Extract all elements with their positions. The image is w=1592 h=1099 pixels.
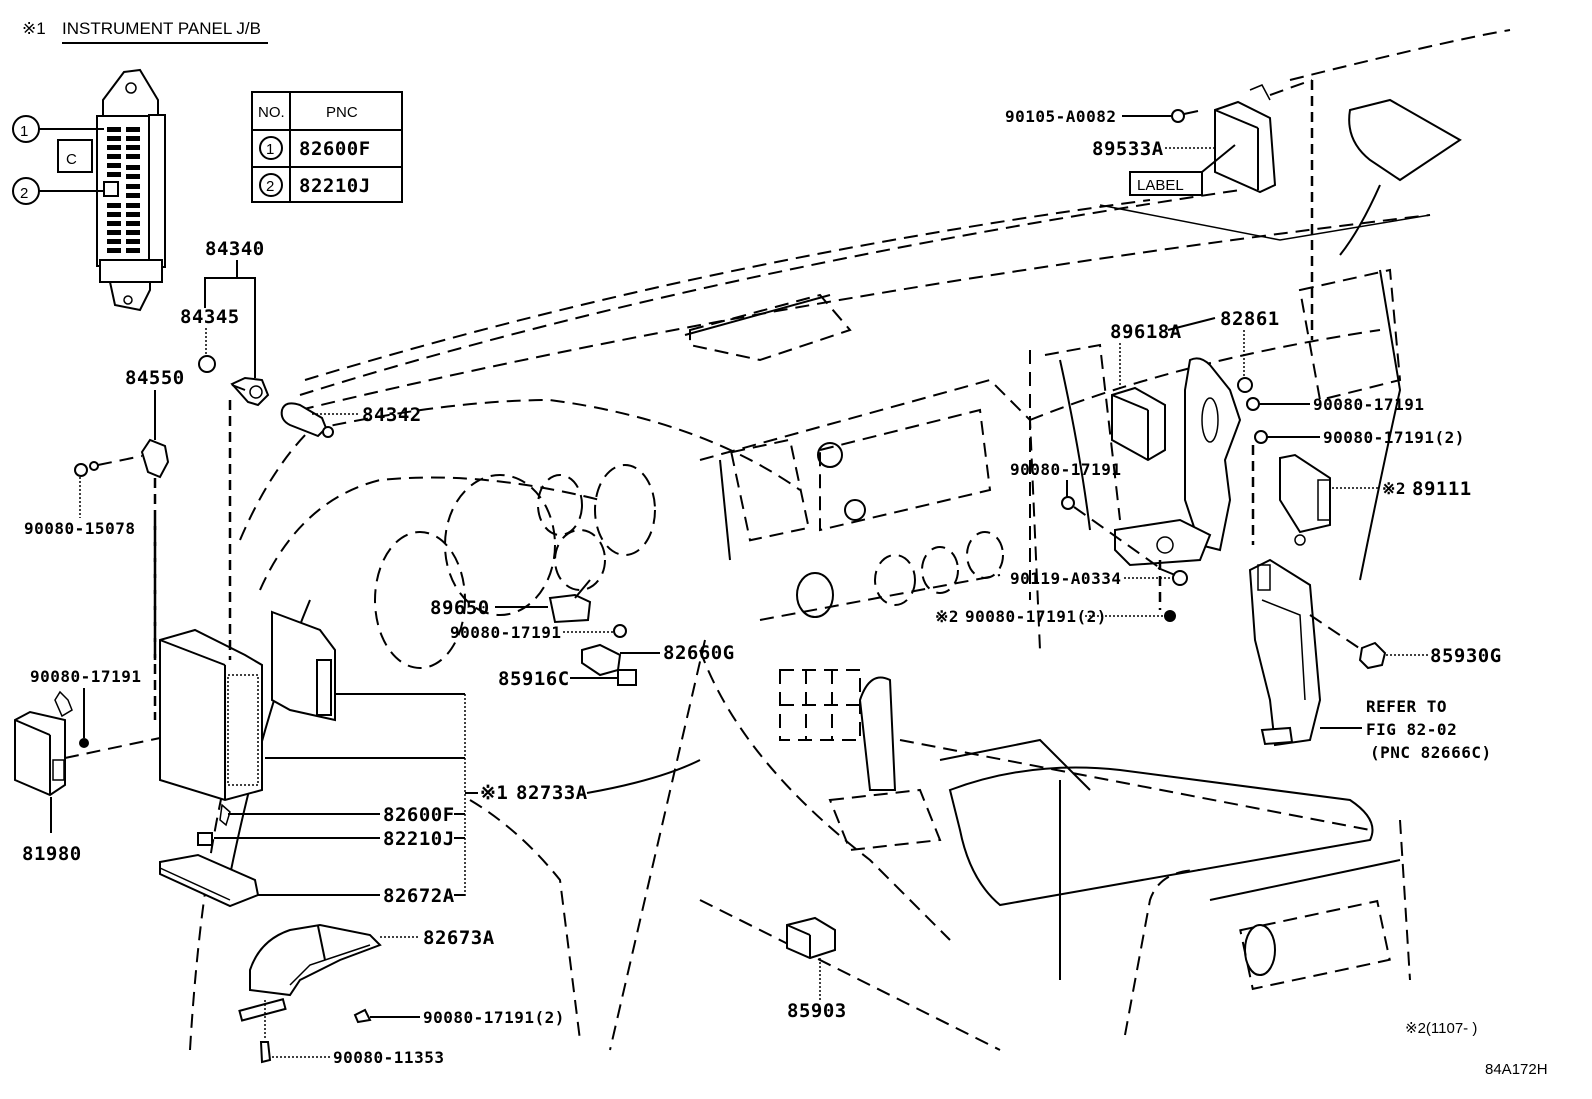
part-label: 82672A bbox=[383, 885, 455, 907]
part-label: 82600F bbox=[383, 804, 455, 826]
part-90119-A0334: 90119-A0334 bbox=[1010, 567, 1188, 588]
part-82673A: 82673A bbox=[238, 923, 495, 1022]
part-90080-11353: 90080-11353 bbox=[259, 1000, 444, 1067]
svg-text:1: 1 bbox=[20, 123, 28, 140]
part-label: 90080-17191 bbox=[1313, 395, 1424, 414]
jb-c-mark: C bbox=[66, 151, 77, 168]
part-82210J: 82210J bbox=[197, 828, 465, 850]
part-label: 84345 bbox=[180, 306, 240, 328]
part-82861: 82861 bbox=[1114, 308, 1280, 567]
part-label: 90105-A0082 bbox=[1005, 107, 1116, 126]
pnc-table-row-no: 2 bbox=[266, 178, 274, 195]
pnc-table-row-pnc: 82600F bbox=[299, 138, 371, 160]
part-81980: 81980 bbox=[14, 690, 161, 865]
refer-note-line2: FIG 82-02 bbox=[1366, 720, 1457, 739]
jb-callout-1: 1 bbox=[12, 115, 104, 143]
refer-note-line3: (PNC 82666C) bbox=[1370, 743, 1492, 762]
part-90080-17191-center: 90080-17191 bbox=[450, 623, 627, 642]
part-label: 89650 bbox=[430, 597, 490, 619]
part-label: 82733A bbox=[516, 782, 588, 804]
part-label: 90080-17191(2) bbox=[423, 1008, 565, 1027]
part-label: 89111 bbox=[1412, 478, 1472, 500]
junction-box-illustration: C bbox=[57, 68, 166, 312]
part-90080-17191-mid: 90080-17191 bbox=[1010, 460, 1161, 569]
pnc-table-row-pnc: 82210J bbox=[299, 175, 371, 197]
part-82666C-block bbox=[1248, 558, 1362, 747]
part-label-marker: ※2 bbox=[1382, 479, 1406, 498]
part-84550: 84550 bbox=[125, 367, 185, 660]
part-label: 89618A bbox=[1110, 321, 1182, 343]
part-label: 84340 bbox=[205, 238, 265, 260]
part-label: 90080-17191(2) bbox=[965, 607, 1107, 626]
refer-note-line1: REFER TO bbox=[1366, 697, 1447, 716]
part-label: 84550 bbox=[125, 367, 185, 389]
part-82660G: 82660G bbox=[581, 642, 735, 677]
pnc-table-header-no: NO. bbox=[258, 104, 285, 121]
part-85930G: 85930G bbox=[1309, 614, 1502, 670]
header: ※1 INSTRUMENT PANEL J/B bbox=[22, 19, 268, 44]
figure-id: 84A172H bbox=[1485, 1061, 1548, 1078]
label-box: LABEL bbox=[1129, 144, 1236, 196]
part-89650: 89650 bbox=[430, 579, 592, 624]
part-89533A: 89533A bbox=[1092, 79, 1314, 340]
part-label: 82861 bbox=[1220, 308, 1280, 330]
pnc-table: NO. PNC 1 82600F 2 82210J bbox=[251, 91, 403, 203]
part-label-marker: ※1 bbox=[480, 782, 508, 804]
part-90080-17191-2-right: 90080-17191(2) bbox=[1254, 428, 1465, 447]
part-84340: 84340 bbox=[204, 238, 265, 378]
part-label: 82660G bbox=[663, 642, 735, 664]
part-label: 90080-17191 bbox=[30, 667, 141, 686]
label-box-text: LABEL bbox=[1137, 177, 1184, 194]
footnote: ※2(1107- ) bbox=[1405, 1020, 1477, 1037]
part-label: 90080-11353 bbox=[333, 1048, 444, 1067]
part-90080-17191-2-mid: ※2 90080-17191(2) bbox=[935, 560, 1176, 626]
part-label: 84342 bbox=[362, 404, 422, 426]
part-label: 85916C bbox=[498, 668, 570, 690]
part-85903: 85903 bbox=[786, 916, 847, 1022]
part-label: 89533A bbox=[1092, 138, 1164, 160]
part-label-marker: ※2 bbox=[935, 607, 959, 626]
part-84345: 84345 bbox=[180, 306, 240, 373]
part-label: 82673A bbox=[423, 927, 495, 949]
refer-note: REFER TO FIG 82-02 (PNC 82666C) bbox=[1366, 697, 1492, 762]
part-82733A-body bbox=[153, 400, 336, 802]
part-82733A-bracket-lines bbox=[265, 693, 466, 896]
svg-text:2: 2 bbox=[20, 185, 28, 202]
header-title: INSTRUMENT PANEL J/B bbox=[62, 19, 261, 38]
part-label: 90080-17191(2) bbox=[1323, 428, 1465, 447]
part-85916C: 85916C bbox=[498, 668, 637, 690]
part-90080-15078: 90080-15078 bbox=[24, 455, 143, 538]
pnc-table-header-pnc: PNC bbox=[326, 104, 358, 121]
part-label: 90080-15078 bbox=[24, 519, 135, 538]
part-90080-17191-right: 90080-17191 bbox=[1246, 395, 1424, 414]
part-90080-17191-left: 90080-17191 bbox=[30, 667, 141, 748]
part-label: 85903 bbox=[787, 1000, 847, 1022]
part-label: 82210J bbox=[383, 828, 455, 850]
jb-callout-2: 2 bbox=[12, 177, 104, 205]
part-82733A: ※1 82733A bbox=[465, 759, 701, 804]
part-84340-switch bbox=[230, 376, 270, 407]
clip-icon bbox=[198, 355, 216, 373]
header-marker: ※1 bbox=[22, 19, 46, 38]
part-82600F: 82600F bbox=[219, 803, 465, 827]
part-90080-17191-2-bottom: 90080-17191(2) bbox=[353, 1008, 565, 1027]
pnc-table-row-no: 1 bbox=[266, 141, 274, 158]
part-label: 81980 bbox=[22, 843, 82, 865]
part-89618A: 89618A bbox=[1110, 317, 1216, 462]
part-label: 90080-17191 bbox=[1010, 460, 1121, 479]
part-label: 85930G bbox=[1430, 645, 1502, 667]
part-90105-A0082: 90105-A0082 bbox=[1005, 107, 1199, 126]
part-label: 90080-17191 bbox=[450, 623, 561, 642]
part-84342: 84342 bbox=[280, 402, 422, 438]
part-82672A: 82672A bbox=[159, 853, 465, 908]
part-label: 90119-A0334 bbox=[1010, 569, 1121, 588]
part-89111: ※2 89111 bbox=[1251, 445, 1472, 546]
